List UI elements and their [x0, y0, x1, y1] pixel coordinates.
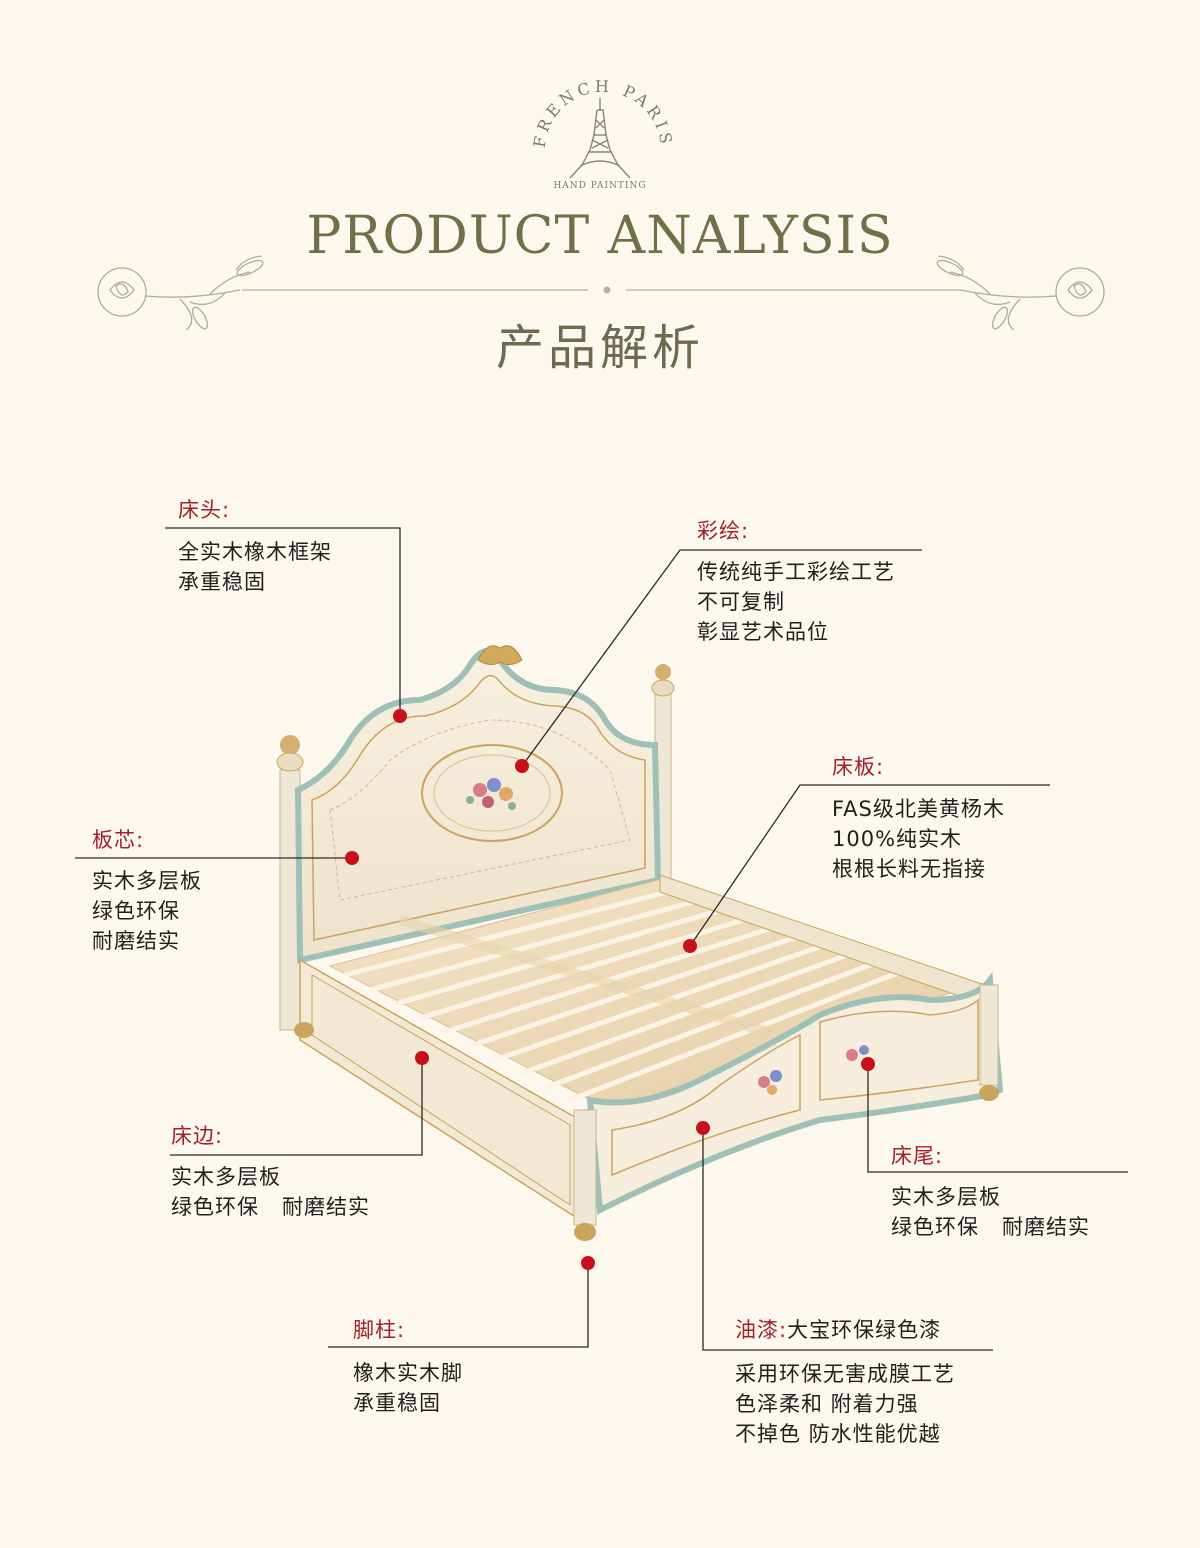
marker-panel-core	[345, 851, 359, 865]
callout-line: 根根长料无指接	[832, 857, 986, 881]
callout-line: 不掉色 防水性能优越	[735, 1422, 941, 1446]
callout-legs-title: 脚柱:	[353, 1318, 406, 1342]
marker-paint	[696, 1121, 710, 1135]
callout-panel-core-body: 实木多层板 绿色环保 耐磨结实	[92, 866, 202, 956]
callout-paint-body: 采用环保无害成膜工艺 色泽柔和 附着力强 不掉色 防水性能优越	[735, 1359, 955, 1449]
brand-logo: FRENCH PARIS HAND PAINTING	[530, 77, 673, 191]
callout-line: 全实木橡木框架	[178, 540, 332, 564]
callout-paint-label-extra: 大宝环保绿色漆	[787, 1318, 942, 1342]
callout-line: 彰显艺术品位	[697, 620, 829, 644]
callout-footboard-body: 实木多层板 绿色环保 耐磨结实	[891, 1182, 1090, 1242]
callout-line: 绿色环保	[92, 899, 180, 923]
eiffel-tower-icon	[569, 98, 631, 179]
logo-tagline: HAND PAINTING	[553, 181, 646, 191]
callout-line: 100%纯实木	[832, 827, 963, 851]
callout-paint-title: 油漆:大宝环保绿色漆	[735, 1314, 941, 1344]
callout-bed-slats-body: FAS级北美黄杨木 100%纯实木 根根长料无指接	[832, 794, 1005, 884]
callout-bed-slats-title: 床板:	[832, 755, 885, 779]
callout-line: 实木多层板	[891, 1185, 1001, 1209]
marker-legs	[581, 1256, 595, 1270]
marker-bed-slats	[683, 939, 697, 953]
callout-line: 绿色环保 耐磨结实	[171, 1195, 371, 1219]
title-divider	[242, 286, 960, 294]
callout-panel-core-title: 板芯:	[92, 828, 145, 852]
callout-line: 实木多层板	[92, 869, 202, 893]
callout-painting-body: 传统纯手工彩绘工艺 不可复制 彰显艺术品位	[697, 557, 895, 647]
callout-headboard-title: 床头:	[178, 498, 231, 522]
callout-line: 不可复制	[697, 590, 785, 614]
rose-vine-right-decoration	[936, 255, 1105, 331]
callout-line: 橡木实木脚	[353, 1361, 463, 1385]
bed-illustration	[276, 645, 1004, 1241]
callout-legs-body: 橡木实木脚 承重稳固	[353, 1358, 463, 1418]
rose-vine-left-decoration	[97, 255, 264, 331]
callout-line: 承重稳固	[353, 1391, 441, 1415]
callout-line: FAS级北美黄杨木	[832, 797, 1005, 821]
leader-lines	[75, 527, 1128, 1351]
callout-line: 采用环保无害成膜工艺	[735, 1362, 955, 1386]
callout-side-rail-body: 实木多层板 绿色环保 耐磨结实	[171, 1162, 370, 1222]
callout-paint-label: 油漆:	[735, 1318, 788, 1342]
marker-painting	[515, 759, 529, 773]
callout-line: 承重稳固	[178, 570, 266, 594]
callout-markers	[345, 709, 875, 1270]
callout-line: 耐磨结实	[92, 929, 180, 953]
callout-line: 实木多层板	[171, 1165, 281, 1189]
callout-side-rail-title: 床边:	[171, 1124, 224, 1148]
marker-footboard	[861, 1057, 875, 1071]
page-subtitle: 产品解析	[495, 320, 704, 376]
marker-headboard	[393, 709, 407, 723]
callout-line: 传统纯手工彩绘工艺	[697, 560, 895, 584]
callout-line: 绿色环保 耐磨结实	[891, 1215, 1091, 1239]
page-title: PRODUCT ANALYSIS	[306, 206, 894, 266]
callout-footboard-title: 床尾:	[891, 1144, 944, 1168]
callout-headboard-body: 全实木橡木框架 承重稳固	[178, 537, 332, 597]
callout-painting-title: 彩绘:	[697, 519, 750, 543]
marker-side-rail	[415, 1051, 429, 1065]
callout-line: 色泽柔和 附着力强	[735, 1392, 919, 1416]
